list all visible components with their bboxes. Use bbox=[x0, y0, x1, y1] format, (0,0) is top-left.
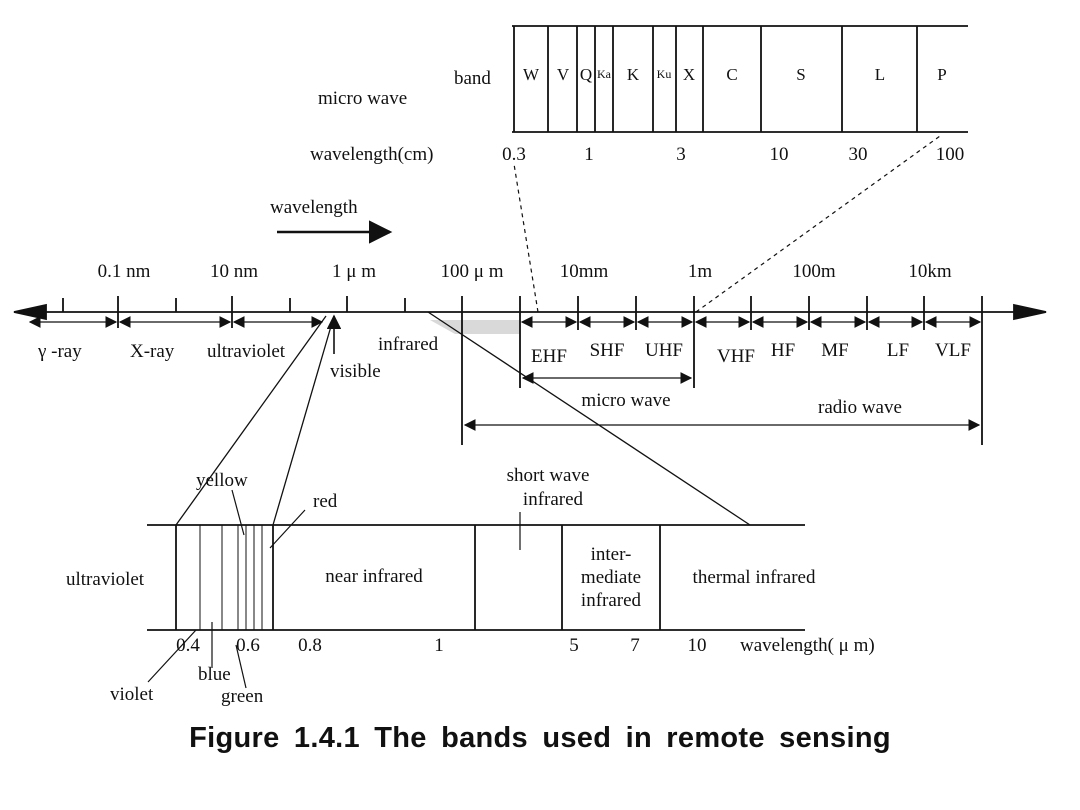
region-infrared: infrared bbox=[378, 334, 439, 355]
zoom-line-infrared bbox=[427, 311, 751, 526]
band-ka: Ka bbox=[597, 67, 612, 81]
yellow-pointer bbox=[231, 489, 245, 536]
violet-pointer bbox=[147, 629, 197, 683]
region-range-arrows bbox=[28, 316, 982, 431]
region-visible: visible bbox=[330, 361, 381, 382]
optical-red: red bbox=[313, 491, 338, 512]
um-tick-label: 0.8 bbox=[298, 635, 322, 656]
radio-band-vlf: VLF bbox=[935, 340, 971, 361]
um-tick-label: 7 bbox=[630, 635, 640, 656]
main-axis-arrow-left bbox=[13, 303, 47, 321]
microwave-zoom-lines bbox=[513, 135, 941, 313]
band-l: L bbox=[875, 65, 885, 84]
zoom-line-right bbox=[695, 135, 941, 313]
cm-tick-label: 3 bbox=[676, 144, 686, 165]
band-p: P bbox=[937, 65, 946, 84]
band-x: X bbox=[683, 65, 695, 84]
radio-band-vhf: VHF bbox=[717, 346, 755, 367]
um-tick-label: 5 bbox=[569, 635, 579, 656]
band-k: K bbox=[627, 65, 640, 84]
electromagnetic-spectrum-diagram: micro wave band wavelength(cm) W V Q Ka … bbox=[13, 25, 1047, 707]
cm-tick-label: 0.3 bbox=[502, 144, 526, 165]
optical-wavelength-label: wavelength( μ m) bbox=[740, 635, 875, 656]
scale-tick-label: 10km bbox=[908, 261, 952, 282]
band-c: C bbox=[726, 65, 737, 84]
optical-intermediate-line3: infrared bbox=[581, 590, 642, 611]
zoom-line-left bbox=[513, 163, 539, 313]
optical-ultraviolet: ultraviolet bbox=[66, 569, 145, 590]
radio-band-ehf: EHF bbox=[531, 346, 567, 367]
microwave-inset-labels: micro wave band wavelength(cm) W V Q Ka … bbox=[310, 65, 964, 165]
optical-inset-labels: ultraviolet yellow red near infrared sho… bbox=[66, 465, 875, 707]
radio-band-shf: SHF bbox=[590, 340, 625, 361]
band-s: S bbox=[796, 65, 805, 84]
scale-tick-label: 0.1 nm bbox=[98, 261, 151, 282]
optical-pointer-lines bbox=[147, 489, 521, 689]
visible-color-lines bbox=[199, 525, 263, 630]
scale-tick-label: 100 μ m bbox=[441, 261, 504, 282]
optical-violet: violet bbox=[110, 684, 154, 705]
optical-thermal-infrared: thermal infrared bbox=[693, 567, 816, 588]
scale-tick-label: 10 nm bbox=[210, 261, 258, 282]
scale-tick-label: 1m bbox=[688, 261, 713, 282]
um-tick-label: 10 bbox=[688, 635, 707, 656]
um-tick-label: 1 bbox=[434, 635, 444, 656]
scale-tick-label: 100m bbox=[792, 261, 836, 282]
optical-blue: blue bbox=[198, 664, 231, 685]
um-tick-label: 0.4 bbox=[176, 635, 200, 656]
band-label: band bbox=[454, 68, 491, 89]
um-tick-label: 0.6 bbox=[236, 635, 260, 656]
wavelength-direction-label: wavelength bbox=[270, 197, 358, 218]
band-q: Q bbox=[580, 65, 592, 84]
cm-tick-label: 100 bbox=[936, 144, 965, 165]
main-scale-axis bbox=[13, 296, 1047, 445]
band-w: W bbox=[523, 65, 540, 84]
optical-near-infrared: near infrared bbox=[325, 566, 423, 587]
region-ultraviolet: ultraviolet bbox=[207, 341, 286, 362]
microwave-title: micro wave bbox=[318, 88, 407, 109]
band-v: V bbox=[557, 65, 570, 84]
zoom-line-visible-left bbox=[175, 315, 327, 526]
radio-wave-label: radio wave bbox=[818, 397, 902, 418]
figure-caption: Figure 1.4.1 The bands used in remote se… bbox=[189, 722, 891, 754]
cm-tick-label: 30 bbox=[849, 144, 868, 165]
microwave-wavelength-label: wavelength(cm) bbox=[310, 144, 433, 165]
main-scale-region-labels: γ -ray X-ray ultraviolet visible infrare… bbox=[37, 334, 971, 418]
radio-band-lf: LF bbox=[887, 340, 909, 361]
optical-intermediate-line1: inter- bbox=[591, 544, 632, 565]
region-gamma-ray: γ -ray bbox=[37, 341, 82, 362]
optical-yellow: yellow bbox=[196, 470, 248, 491]
microwave-inset bbox=[512, 25, 968, 133]
zoom-line-visible-right bbox=[272, 315, 335, 526]
radio-band-uhf: UHF bbox=[645, 340, 683, 361]
radio-band-mf: MF bbox=[821, 340, 848, 361]
cm-tick-label: 10 bbox=[770, 144, 789, 165]
red-pointer bbox=[269, 509, 306, 549]
radio-band-hf: HF bbox=[771, 340, 795, 361]
optical-short-wave-line2: infrared bbox=[523, 489, 584, 510]
optical-inset bbox=[147, 524, 805, 631]
optical-short-wave-line1: short wave bbox=[507, 465, 590, 486]
cm-tick-label: 1 bbox=[584, 144, 594, 165]
green-pointer bbox=[235, 644, 247, 689]
scale-tick-label: 10mm bbox=[560, 261, 609, 282]
optical-intermediate-line2: mediate bbox=[581, 567, 641, 588]
scale-tick-label: 1 μ m bbox=[332, 261, 376, 282]
main-scale-ticks-labels: 0.1 nm 10 nm 1 μ m 100 μ m 10mm 1m 100m … bbox=[98, 261, 952, 282]
micro-wave-label: micro wave bbox=[581, 390, 670, 411]
region-x-ray: X-ray bbox=[130, 341, 175, 362]
optical-green: green bbox=[221, 686, 264, 707]
optical-zoom-lines bbox=[175, 311, 751, 526]
band-ku: Ku bbox=[657, 67, 672, 81]
main-axis-arrow-right bbox=[1013, 303, 1047, 321]
infrared-shading bbox=[430, 320, 520, 334]
